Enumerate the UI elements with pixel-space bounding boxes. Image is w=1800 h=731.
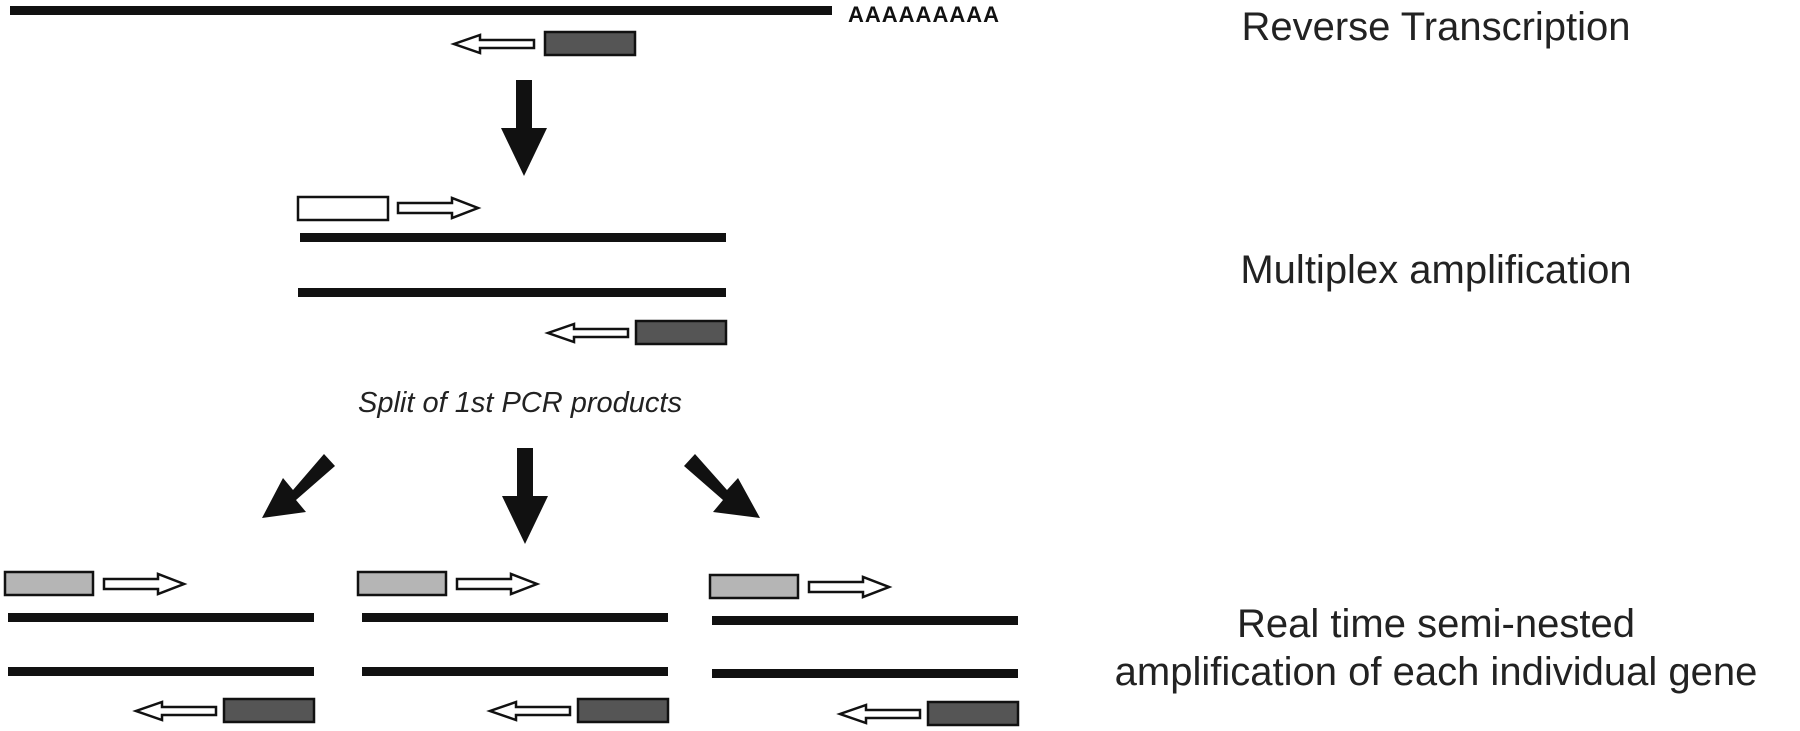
dna-strand-top [8,613,314,622]
hollow-arrow-icon [102,572,188,596]
poly-a-tail: AAAAAAAAA [848,2,1000,27]
down-right-arrow-icon [684,454,760,518]
step-label-realtime-line2: amplification of each individual gene [1115,650,1758,694]
down-arrow-icon [501,80,547,176]
reverse-primer [634,319,728,346]
step-label-multiplex-amplification: Multiplex amplification [1240,248,1631,292]
hollow-arrow-icon [544,322,630,344]
hollow-arrow-icon [486,700,572,722]
nested-forward-primer [356,570,448,597]
dna-strand-bottom [362,667,668,676]
nested-reaction-2 [356,570,670,724]
dna-strand-top [362,613,668,622]
rt-reverse-primer [543,30,637,57]
dna-strand-bottom [712,669,1018,678]
hollow-arrow-icon [455,572,541,596]
nested-forward-primer [3,570,95,597]
hollow-arrow-icon [132,700,218,722]
reverse-transcription-stage: AAAAAAAAA [10,2,1000,57]
reverse-primer [576,697,670,724]
outer-forward-primer [296,195,390,222]
dna-strand-bottom [8,667,314,676]
down-left-arrow-icon [262,454,335,518]
dna-strand-top [712,616,1018,625]
reverse-primer [222,697,316,724]
mrna-strand [10,6,832,15]
reverse-primer [926,700,1020,727]
hollow-arrow-icon [396,196,482,220]
step-label-reverse-transcription: Reverse Transcription [1241,5,1630,49]
dna-strand-top [300,233,726,242]
dna-strand-bottom [298,288,726,297]
down-arrow-icon [502,448,548,544]
hollow-arrow-icon [836,703,922,725]
step-label-realtime-line1: Real time semi-nested [1237,602,1635,646]
split-note: Split of 1st PCR products [358,387,682,419]
nested-reaction-3 [708,573,1020,727]
hollow-arrow-icon [450,33,536,55]
multiplex-stage [296,195,728,346]
nested-reaction-1 [3,570,316,724]
nested-forward-primer [708,573,800,600]
hollow-arrow-icon [807,575,893,599]
